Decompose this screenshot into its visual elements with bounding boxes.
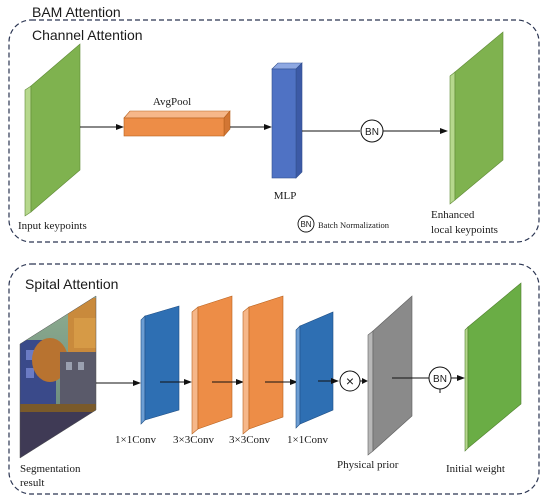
input-keypoints-label: Input keypoints (18, 220, 87, 232)
arrow-bn-to-initial-weight (439, 375, 465, 393)
physical-prior-block (367, 295, 413, 456)
physical-prior-label: Physical prior (337, 459, 399, 471)
segmentation-frame (19, 295, 97, 459)
bn-legend: BN Batch Normalization (297, 215, 390, 233)
avgpool-block (123, 110, 231, 137)
segmentation-label-2: result (20, 477, 44, 489)
multiply-symbol: × (346, 373, 354, 389)
mlp-label: MLP (274, 190, 297, 202)
channel-attention-panel: Channel Attention Input keypoints AvgPoo… (8, 19, 540, 243)
arrow-conv4-to-multiply (318, 378, 339, 384)
spatial-panel-border (8, 263, 540, 495)
diagram-title: BAM Attention (32, 4, 121, 20)
segmentation-result-image (20, 296, 96, 458)
input-keypoints-block (24, 43, 81, 217)
arrow-conv3-to-conv4 (265, 379, 298, 385)
enhanced-keypoints-block (449, 31, 504, 205)
conv1-block (140, 305, 180, 425)
conv3-label: 3×3Conv (229, 434, 271, 446)
conv2-label: 3×3Conv (173, 434, 215, 446)
conv4-block (295, 311, 334, 429)
multiply-node: × (339, 370, 361, 392)
channel-panel-title: Channel Attention (32, 27, 143, 43)
conv1-label: 1×1Conv (115, 434, 157, 446)
mlp-block (271, 62, 303, 179)
initial-weight-block (464, 282, 522, 452)
enhanced-keypoints-label-2: local keypoints (431, 224, 498, 236)
conv4-label: 1×1Conv (287, 434, 329, 446)
spatial-attention-panel: Spital Attention (8, 263, 540, 495)
avgpool-label: AvgPool (153, 96, 191, 108)
arrow-bn-to-output (383, 128, 448, 134)
initial-weight-label: Initial weight (446, 463, 505, 475)
bn-legend-text: Batch Normalization (318, 220, 390, 230)
spatial-panel-title: Spital Attention (25, 276, 118, 292)
enhanced-keypoints-label-1: Enhanced (431, 209, 475, 221)
channel-bn-node: BN (360, 119, 384, 143)
arrow-seg-to-conv1 (96, 380, 141, 386)
segmentation-label-1: Segmentation (20, 463, 81, 475)
arrow-input-to-avgpool (80, 124, 124, 130)
channel-bn-label: BN (365, 127, 379, 138)
spatial-bn-node: BN (428, 366, 452, 390)
conv3-block (242, 295, 284, 435)
arrow-conv2-to-conv3 (212, 379, 244, 385)
arrow-multiply-to-prior (360, 378, 368, 384)
arrow-avgpool-to-mlp (230, 124, 272, 130)
channel-panel-border (8, 19, 540, 243)
conv2-block (191, 295, 233, 435)
bn-legend-symbol: BN (300, 220, 311, 229)
arrow-conv1-to-conv2 (160, 379, 192, 385)
spatial-bn-label: BN (433, 374, 447, 385)
